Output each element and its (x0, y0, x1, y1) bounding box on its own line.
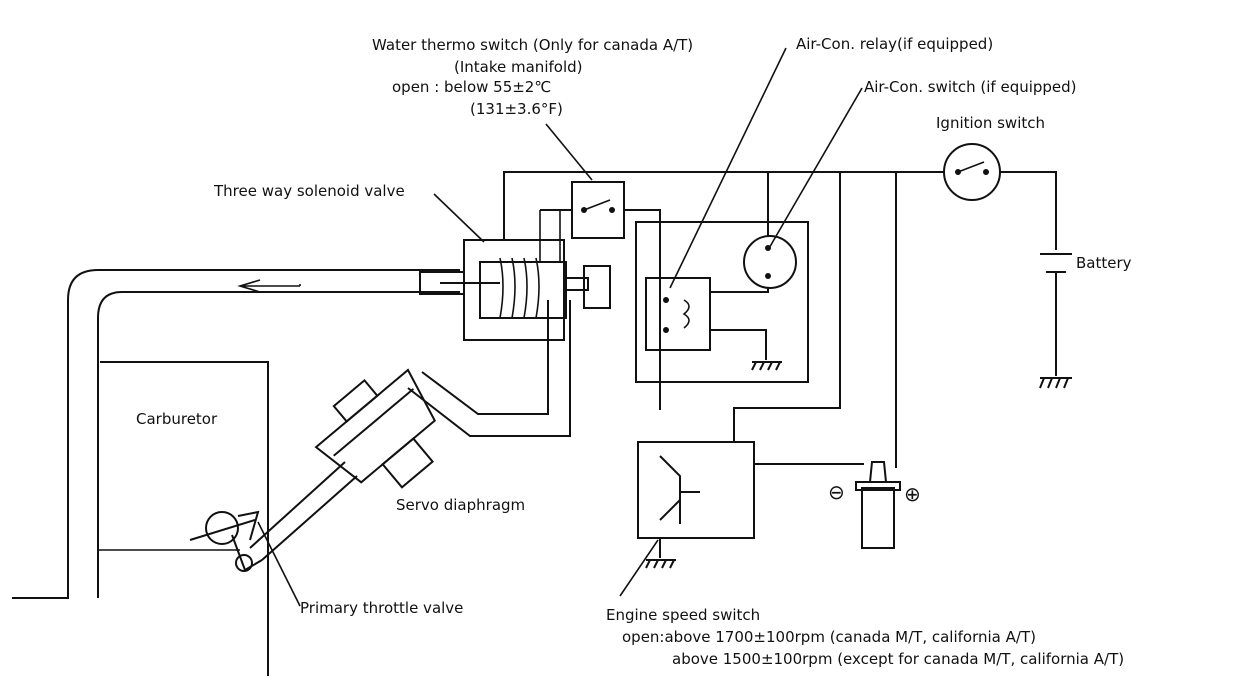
engine-speed-label-2: open:above 1700±100rpm (canada M/T, cali… (622, 628, 1036, 646)
engine-speed-label-1: Engine speed switch (606, 606, 761, 624)
ground-symbols (645, 361, 1072, 569)
battery-symbol (1040, 253, 1072, 376)
servo-diaphragm-label: Servo diaphragm (396, 496, 526, 514)
aircon-switch (743, 235, 797, 289)
throttle-valve (189, 510, 263, 572)
water-thermo-label-3: open : below 55±2℃ (392, 78, 552, 96)
engine-speed-switch (619, 441, 755, 597)
aircon-switch-label: Air-Con. switch (if equipped) (864, 78, 1077, 96)
servo-diaphragm (314, 368, 437, 489)
coil-minus-label: ⊖ (828, 480, 845, 504)
vacuum-hose (407, 300, 571, 437)
primary-throttle-label: Primary throttle valve (300, 599, 464, 617)
three-way-valve-label: Three way solenoid valve (214, 182, 405, 200)
water-thermo-label-1: Water thermo switch (Only for canada A/T… (372, 36, 694, 54)
leader-lines (257, 47, 863, 607)
ignition-switch (943, 143, 1001, 201)
carburetor-body (98, 361, 269, 676)
ignition-switch-label: Ignition switch (936, 114, 1046, 132)
aircon-relay (635, 221, 809, 383)
solenoid-valve (419, 210, 611, 341)
wiring (503, 171, 1057, 468)
battery-label: Battery (1076, 254, 1132, 272)
intake-pipe (12, 269, 460, 599)
engine-speed-label-3: above 1500±100rpm (except for canada M/T… (672, 650, 1125, 668)
ignition-coil (855, 461, 901, 549)
coil-plus-label: ⊕ (904, 482, 921, 506)
carburetor-label: Carburetor (136, 410, 218, 428)
water-thermo-label-4: (131±3.6°F) (470, 100, 563, 118)
servo-rod (249, 461, 358, 561)
water-thermo-switch (571, 181, 625, 239)
water-thermo-label-2: (Intake manifold) (454, 58, 583, 76)
aircon-relay-label: Air-Con. relay(if equipped) (796, 35, 994, 53)
